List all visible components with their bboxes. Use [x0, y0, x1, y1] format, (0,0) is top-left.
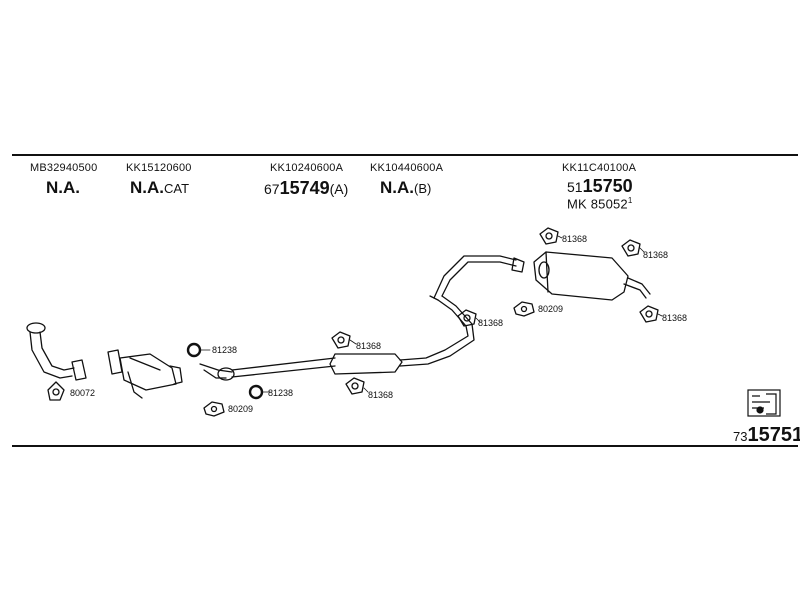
hanger-81368-f-drawing	[639, 305, 659, 323]
kit-document-icon	[747, 389, 781, 417]
catalytic-converter-drawing	[107, 349, 183, 399]
col3-suffix: (A)	[329, 181, 349, 197]
kit-number-prefix: 73	[733, 429, 748, 444]
label-81368-b: 81368	[368, 390, 394, 400]
hanger-81368-d-drawing	[539, 227, 559, 245]
col5-mk-text: MK 85052	[567, 196, 628, 212]
ring-81238-b-drawing	[248, 384, 264, 400]
ring-81238-a-drawing	[186, 342, 202, 358]
gasket-80209-b-drawing	[513, 301, 535, 317]
col3-prefix: 67	[264, 181, 280, 197]
part-code-5: KK11C40100A	[562, 162, 637, 174]
label-81368-a: 81368	[356, 341, 382, 351]
label-81368-c: 81368	[478, 318, 504, 328]
middle-pipe-drawing	[199, 255, 525, 381]
label-81368-f: 81368	[662, 313, 688, 323]
col1-not-available: N.A.	[46, 178, 80, 197]
part-code-1: MB32940500	[30, 162, 98, 174]
gasket-80209-a-drawing	[203, 401, 225, 417]
hanger-81368-b-drawing	[345, 377, 365, 395]
col4-not-available: N.A.(B)	[380, 178, 431, 198]
col3-main: 15749	[279, 178, 330, 198]
col4-suffix: (B)	[414, 181, 432, 196]
hanger-81368-e-drawing	[621, 239, 641, 257]
hanger-81368-a-drawing	[331, 331, 351, 349]
col5-mk-sup: 1	[627, 196, 633, 205]
bottom-rule	[12, 445, 798, 447]
rear-silencer-drawing	[533, 251, 651, 301]
kit-number: 7315751	[733, 424, 800, 447]
part-code-3: KK10240600A	[270, 162, 344, 174]
part-code-2: KK15120600	[126, 162, 192, 174]
col2-main: N.A.	[130, 178, 164, 197]
col4-main: N.A.	[380, 178, 414, 197]
top-rule	[12, 154, 798, 156]
col5-mk: MK 850521	[567, 196, 633, 211]
label-80072: 80072	[70, 388, 96, 398]
gasket-80072-drawing	[47, 381, 65, 401]
hanger-81368-c-drawing	[457, 309, 477, 327]
col2-not-available: N.A.CAT	[130, 178, 189, 198]
col5-number: 5115750	[567, 176, 633, 197]
col5-main: 15750	[582, 176, 633, 196]
label-81368-e: 81368	[643, 250, 669, 260]
front-pipe-drawing	[26, 322, 87, 381]
label-81368-d: 81368	[562, 234, 588, 244]
label-81238-b: 81238	[268, 388, 294, 398]
label-81238-a: 81238	[212, 345, 238, 355]
kit-number-main: 15751	[747, 424, 800, 446]
label-80209-a: 80209	[228, 404, 254, 414]
col5-prefix: 51	[567, 179, 583, 195]
label-80209-b: 80209	[538, 304, 564, 314]
part-code-4: KK10440600A	[370, 162, 444, 174]
col2-suffix: CAT	[164, 181, 190, 196]
col3-number: 6715749(A)	[264, 178, 348, 199]
